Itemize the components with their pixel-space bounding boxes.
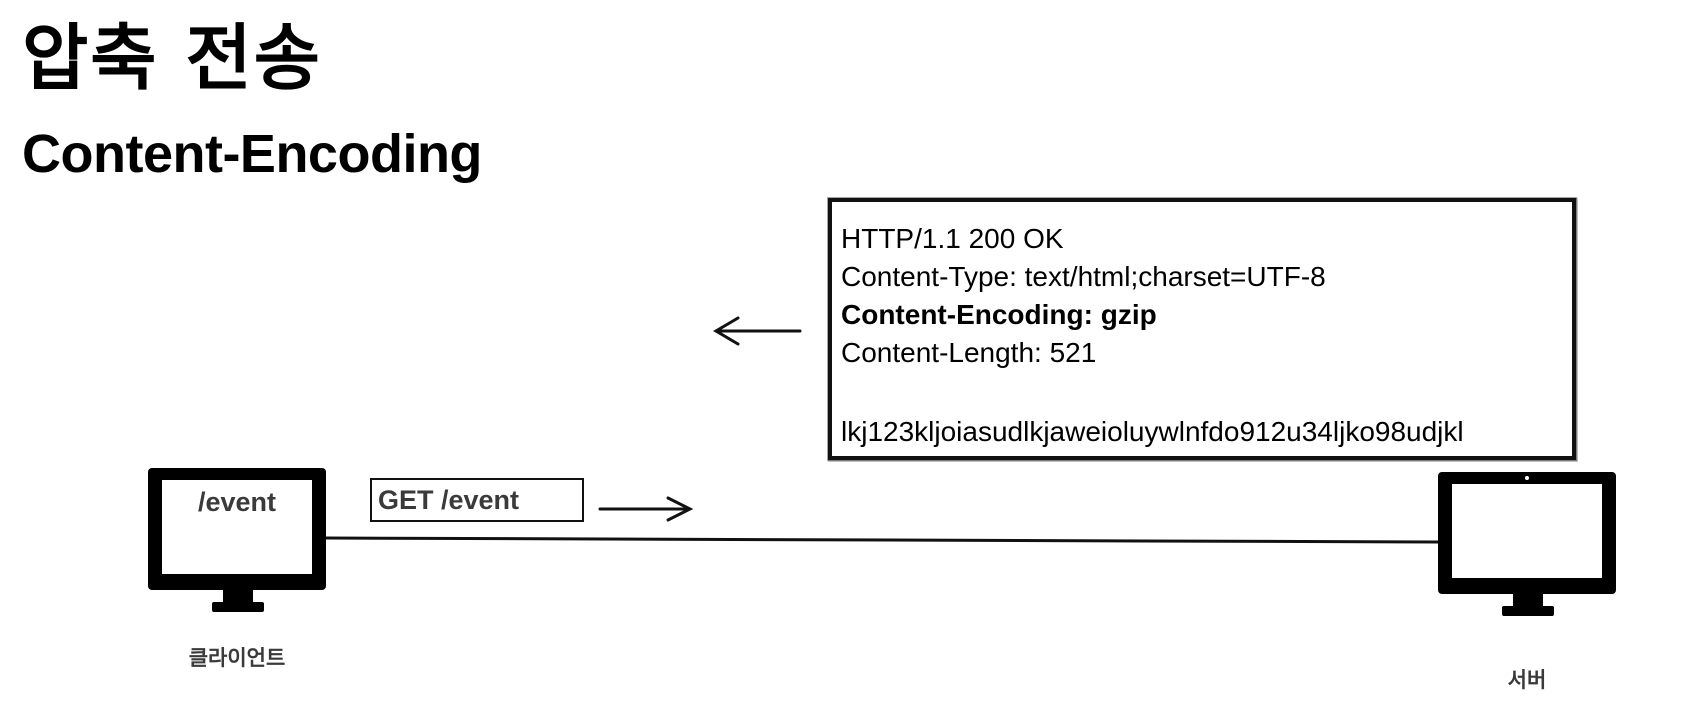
response-blank-line (841, 372, 1572, 410)
client-screen-text: /event (198, 487, 276, 517)
http-response-box: HTTP/1.1 200 OK Content-Type: text/html;… (828, 198, 1576, 460)
response-header-content-length: Content-Length: 521 (841, 337, 1097, 368)
http-request-box: GET /event (370, 478, 584, 522)
response-arrow-icon (713, 316, 802, 346)
request-arrow-icon (598, 496, 694, 522)
server-label: 서버 (1507, 668, 1547, 692)
slide-subtitle: Content-Encoding (22, 124, 482, 184)
response-status-line: HTTP/1.1 200 OK (841, 223, 1064, 254)
server-monitor-icon (1438, 472, 1616, 616)
response-header-content-type: Content-Type: text/html;charset=UTF-8 (841, 261, 1326, 292)
response-body: lkj123kljoiasudlkjaweioluywlnfdo912u34lj… (841, 416, 1464, 447)
client-monitor-icon: /event (148, 468, 326, 612)
slide-title: 압축 전송 (22, 16, 323, 100)
client-label: 클라이언트 (188, 646, 286, 670)
connection-line (325, 536, 1439, 544)
response-header-content-encoding: Content-Encoding: gzip (841, 299, 1157, 330)
